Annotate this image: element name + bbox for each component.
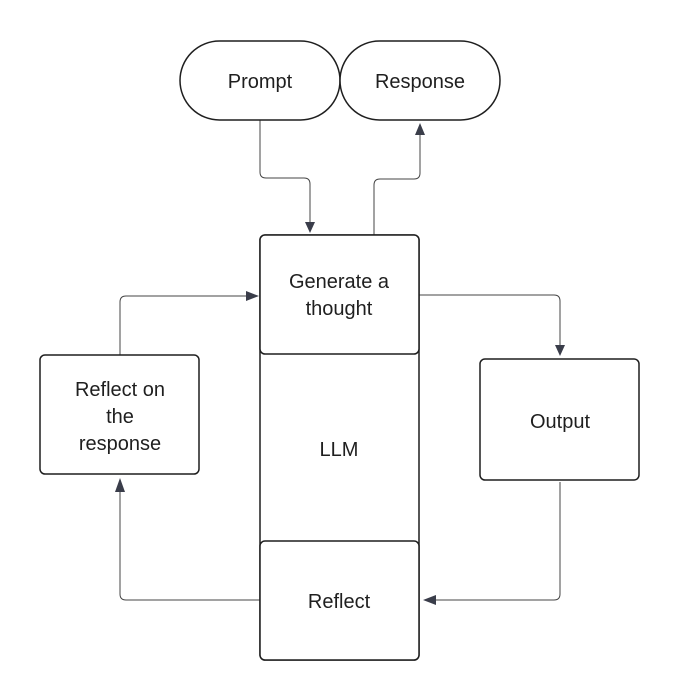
reflect-on-response-node: Reflect on the response: [39, 354, 200, 475]
arrow-into-generate-left-icon: [246, 291, 259, 301]
generate-thought-node: Generate a thought: [259, 234, 420, 355]
arrow-into-output-icon: [555, 345, 565, 356]
output-label: Output: [530, 411, 590, 433]
prompt-label: Prompt: [228, 71, 293, 93]
reflect-node: Reflect: [259, 540, 420, 661]
output-node: Output: [479, 358, 640, 481]
connector-reflect-on-response-to-generate: [119, 295, 248, 355]
arrow-into-reflect-on-response-icon: [115, 478, 125, 492]
reflect-on-response-label-line-3: response: [79, 433, 161, 455]
connector-generate-to-response: [373, 134, 421, 235]
reflect-label: Reflect: [308, 591, 371, 613]
reflect-on-response-label-line-2: the: [106, 406, 134, 428]
reflect-on-response-label-line-1: Reflect on: [75, 379, 165, 401]
response-node: Response: [339, 40, 501, 121]
connector-generate-to-output: [418, 294, 561, 347]
generate-thought-label-line-1: Generate a: [289, 271, 390, 293]
prompt-node: Prompt: [179, 40, 341, 121]
arrow-into-generate-icon: [305, 222, 315, 233]
connector-prompt-to-generate: [259, 120, 311, 224]
arrow-into-reflect-icon: [423, 595, 436, 605]
generate-thought-label-line-2: thought: [306, 298, 373, 320]
connector-output-to-reflect: [434, 482, 561, 601]
llm-label: LLM: [320, 439, 359, 461]
connector-reflect-to-reflect-on-response: [119, 490, 261, 601]
response-label: Response: [375, 71, 465, 93]
arrow-into-response-icon: [415, 123, 425, 135]
